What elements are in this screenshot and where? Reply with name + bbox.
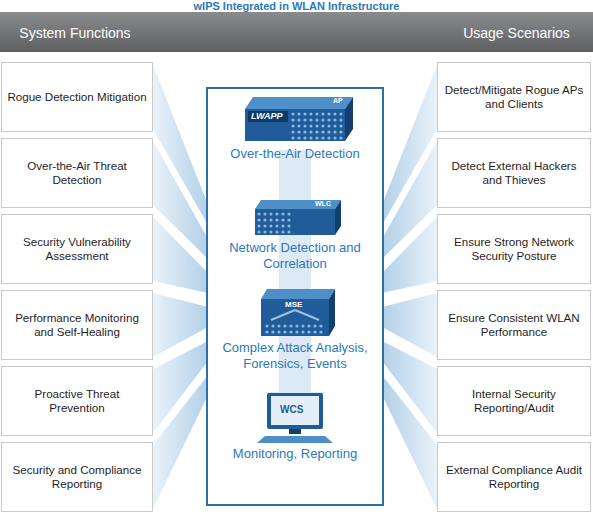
function-box: Detect External Hackers and Thieves — [437, 138, 591, 208]
component-node: Over-the-Air Detection LWAPP AP — [215, 94, 375, 186]
function-text: Ensure Consistent WLAN Performance — [438, 311, 590, 339]
header-label: Usage Scenarios — [440, 14, 593, 52]
flow-arrow — [264, 150, 326, 420]
function-box: Rogue Detection Mitigation — [1, 62, 153, 132]
device-label: MSE — [285, 301, 302, 309]
function-text: Internal Security Reporting/Audit — [438, 387, 590, 415]
component-label: Complex Attack Analysis, Forensics, Even… — [215, 340, 375, 371]
device-label: WCS — [280, 405, 303, 415]
component-label: Network Detection and Correlation — [215, 240, 375, 271]
device-icon — [215, 392, 375, 444]
function-text: Detect External Hackers and Thieves — [438, 159, 590, 187]
component-node: Complex Attack Analysis, Forensics, Even… — [215, 286, 375, 382]
column-heading: Usage Scenarios — [457, 25, 576, 42]
device-icon — [215, 94, 375, 144]
device-label: WLC — [315, 200, 331, 207]
function-box: Security and Compliance Reporting — [1, 442, 153, 512]
device-icon — [215, 196, 375, 238]
device-label: AP — [333, 97, 343, 104]
component-node: Network Detection and Correlation WLC — [215, 196, 375, 278]
function-box: Detect/Mitigate Rogue APs and Clients — [437, 62, 591, 132]
center-frame — [207, 88, 383, 505]
function-box: Proactive Threat Prevention — [1, 366, 153, 436]
function-box: Internal Security Reporting/Audit — [437, 366, 591, 436]
function-box: Performance Monitoring and Self-Healing — [1, 290, 153, 360]
function-text: Rogue Detection Mitigation — [2, 90, 151, 104]
component-node: Monitoring, Reporting WCS — [215, 392, 375, 484]
function-text: Proactive Threat Prevention — [2, 387, 152, 415]
function-text: Over-the-Air Threat Detection — [2, 159, 152, 187]
function-box: Security Vulnerability Assessment — [1, 214, 153, 284]
column-heading: System Functions — [13, 25, 136, 42]
function-text: Security and Compliance Reporting — [2, 463, 152, 491]
function-text: Ensure Strong Network Security Posture — [438, 235, 590, 263]
device-icon — [215, 286, 375, 338]
function-text: Security Vulnerability Assessment — [2, 235, 152, 263]
device-label: LWAPP — [251, 112, 283, 121]
diagram-title: wIPS Integrated in WLAN Infrastructure — [0, 0, 593, 12]
function-text: External Compliance Audit Reporting — [438, 463, 590, 491]
function-text: Detect/Mitigate Rogue APs and Clients — [438, 83, 590, 111]
function-text: Performance Monitoring and Self-Healing — [2, 311, 152, 339]
fan-rays — [153, 65, 437, 509]
function-box: Ensure Consistent WLAN Performance — [437, 290, 591, 360]
function-box: Over-the-Air Threat Detection — [1, 138, 153, 208]
function-box: External Compliance Audit Reporting — [437, 442, 591, 512]
function-box: Ensure Strong Network Security Posture — [437, 214, 591, 284]
component-label: Monitoring, Reporting — [215, 446, 375, 462]
header-label: System Functions — [0, 14, 150, 52]
component-label: Over-the-Air Detection — [215, 146, 375, 162]
header-bar — [0, 12, 593, 52]
